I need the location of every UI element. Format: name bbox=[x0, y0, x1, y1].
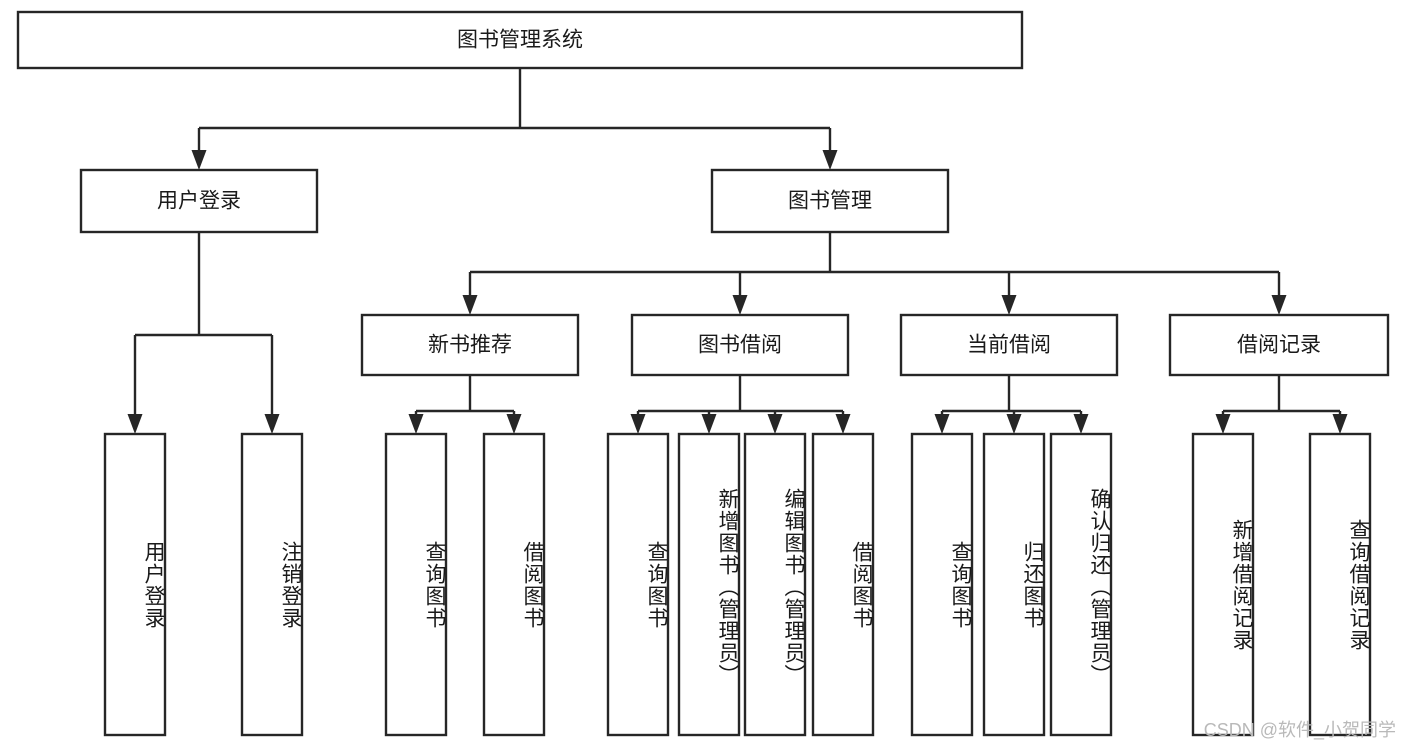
node-label-new-book-recommend: 新书推荐 bbox=[428, 334, 512, 357]
arrow-to-leaf-query-book-1 bbox=[408, 414, 424, 434]
node-box-leaf-logout[interactable] bbox=[240, 432, 304, 737]
arrow-to-leaf-user-login bbox=[127, 414, 143, 434]
node-label-book-manage: 图书管理 bbox=[788, 190, 872, 213]
node-box-leaf-edit-book[interactable] bbox=[743, 432, 807, 737]
node-box-leaf-query-record[interactable] bbox=[1308, 432, 1372, 737]
node-label-root: 图书管理系统 bbox=[457, 29, 583, 52]
node-label-book-borrow: 图书借阅 bbox=[698, 334, 782, 357]
node-box-leaf-add-record[interactable] bbox=[1191, 432, 1255, 737]
arrow-to-book-manage bbox=[822, 150, 838, 170]
node-box-borrow-record[interactable] bbox=[1168, 313, 1390, 377]
arrow-to-current-borrow bbox=[1001, 295, 1017, 315]
node-box-root[interactable] bbox=[16, 10, 1024, 70]
node-label-user-login: 用户登录 bbox=[157, 190, 241, 213]
node-box-leaf-query-book-1[interactable] bbox=[384, 432, 448, 737]
node-box-book-manage[interactable] bbox=[710, 168, 950, 234]
arrow-to-book-borrow bbox=[732, 295, 748, 315]
arrow-to-leaf-logout bbox=[264, 414, 280, 434]
arrow-to-leaf-query-book-3 bbox=[934, 414, 950, 434]
node-box-leaf-confirm-return[interactable] bbox=[1049, 432, 1113, 737]
node-box-leaf-add-book[interactable] bbox=[677, 432, 741, 737]
node-box-leaf-borrow-book-1[interactable] bbox=[482, 432, 546, 737]
arrow-to-user-login bbox=[191, 150, 207, 170]
box-layer bbox=[16, 10, 1390, 737]
node-box-leaf-user-login[interactable] bbox=[103, 432, 167, 737]
arrow-to-new-book-recommend bbox=[462, 295, 478, 315]
arrow-to-leaf-query-book-2 bbox=[630, 414, 646, 434]
arrow-to-leaf-add-record bbox=[1215, 414, 1231, 434]
node-box-current-borrow[interactable] bbox=[899, 313, 1119, 377]
arrow-to-leaf-borrow-book-1 bbox=[506, 414, 522, 434]
node-box-user-login[interactable] bbox=[79, 168, 319, 234]
arrow-to-leaf-query-record bbox=[1332, 414, 1348, 434]
arrow-to-leaf-return-book bbox=[1006, 414, 1022, 434]
node-box-new-book-recommend[interactable] bbox=[360, 313, 580, 377]
connector-layer bbox=[127, 68, 1348, 434]
watermark-text: CSDN @软件_小贺同学 bbox=[1203, 720, 1396, 740]
node-box-leaf-borrow-book-2[interactable] bbox=[811, 432, 875, 737]
node-label-borrow-record: 借阅记录 bbox=[1237, 334, 1321, 357]
node-box-book-borrow[interactable] bbox=[630, 313, 850, 377]
node-label-current-borrow: 当前借阅 bbox=[967, 334, 1051, 357]
node-box-leaf-query-book-2[interactable] bbox=[606, 432, 670, 737]
node-box-leaf-query-book-3[interactable] bbox=[910, 432, 974, 737]
arrow-to-leaf-borrow-book-2 bbox=[835, 414, 851, 434]
node-box-leaf-return-book[interactable] bbox=[982, 432, 1046, 737]
arrow-to-leaf-edit-book bbox=[767, 414, 783, 434]
arrow-to-leaf-confirm-return bbox=[1073, 414, 1089, 434]
arrow-to-leaf-add-book bbox=[701, 414, 717, 434]
arrow-to-borrow-record bbox=[1271, 295, 1287, 315]
